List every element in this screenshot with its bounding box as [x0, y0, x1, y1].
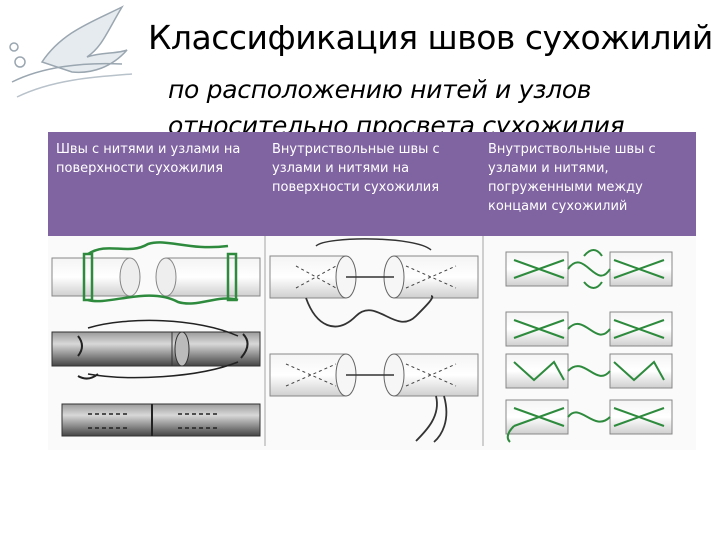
column-header-intratrunk-buried: Внутриствольные швы с узлами и нитями, п…	[480, 132, 696, 236]
column-header-surface: Швы с нитями и узлами на поверхности сух…	[48, 132, 264, 236]
surface-suture-illustration	[48, 236, 264, 448]
column-divider	[264, 236, 266, 446]
subtitle-line-1: по расположению нитей и узлов	[168, 72, 718, 108]
column-header-intratrunk-surface: Внутриствольные швы с узлами и нитями на…	[264, 132, 480, 236]
subtitle-line-2: относительно просвета сухожилия	[168, 108, 718, 132]
intratrunk-surface-suture-illustration	[266, 236, 482, 448]
intratrunk-buried-suture-illustration	[484, 236, 696, 448]
page-title: Классификация швов сухожилий	[148, 18, 718, 57]
column-divider	[482, 236, 484, 446]
suture-table-header: Швы с нитями и узлами на поверхности сух…	[48, 132, 696, 236]
page-subtitle: по расположению нитей и узлов относитель…	[168, 72, 718, 132]
